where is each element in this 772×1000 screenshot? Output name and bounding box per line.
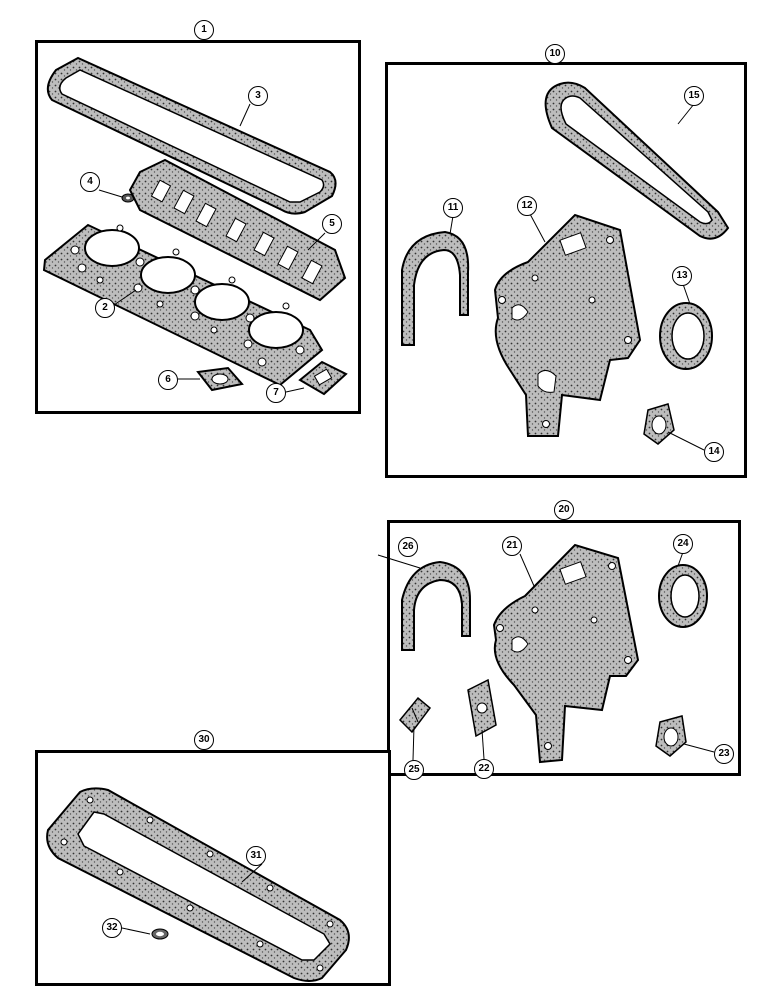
part-6-callout: 6 [158,370,178,390]
part-13-callout: 13 [672,266,692,286]
part-14-callout: 14 [704,442,724,462]
part-23-callout: 23 [714,744,734,764]
part-13-round-gasket [659,302,713,370]
part-15-pan-gasket [544,81,730,240]
part-32-callout: 32 [102,918,122,938]
part-32-o-ring [151,928,169,940]
part-11-seal-arch [401,230,470,346]
part-31-oil-pan-gasket [46,787,350,982]
leader-lines [98,103,715,935]
part-7-flange-gasket [298,360,348,396]
kit-1-callout: 1 [194,20,214,40]
part-21-timing-cover-gasket [492,543,640,764]
part-26-seal-arch [401,560,471,651]
part-15-callout: 15 [684,86,704,106]
part-14-small-gasket [643,403,675,445]
part-3-callout: 3 [248,86,268,106]
part-7-callout: 7 [266,383,286,403]
part-26-callout: 26 [398,537,418,557]
part-11-callout: 11 [443,198,463,218]
part-12-callout: 12 [517,196,537,216]
part-24-callout: 24 [673,534,693,554]
part-22-plate-gasket [467,678,497,738]
part-2-callout: 2 [95,298,115,318]
part-23-small-gasket [655,715,687,757]
part-25-small-gasket [398,696,432,734]
part-5-manifold-gasket [128,158,347,302]
part-3-valve-cover-gasket [46,56,337,215]
part-5-callout: 5 [322,214,342,234]
part-24-round-gasket [658,564,708,628]
part-4-callout: 4 [80,172,100,192]
kit-20-callout: 20 [554,500,574,520]
part-22-callout: 22 [474,759,494,779]
kit-10-callout: 10 [545,44,565,64]
part-21-callout: 21 [502,536,522,556]
kit-30-callout: 30 [194,730,214,750]
part-6-flange-gasket [196,366,244,392]
part-12-timing-cover-gasket [493,213,642,437]
part-2-head-gasket [42,223,324,387]
part-25-callout: 25 [404,760,424,780]
part-31-callout: 31 [246,846,266,866]
